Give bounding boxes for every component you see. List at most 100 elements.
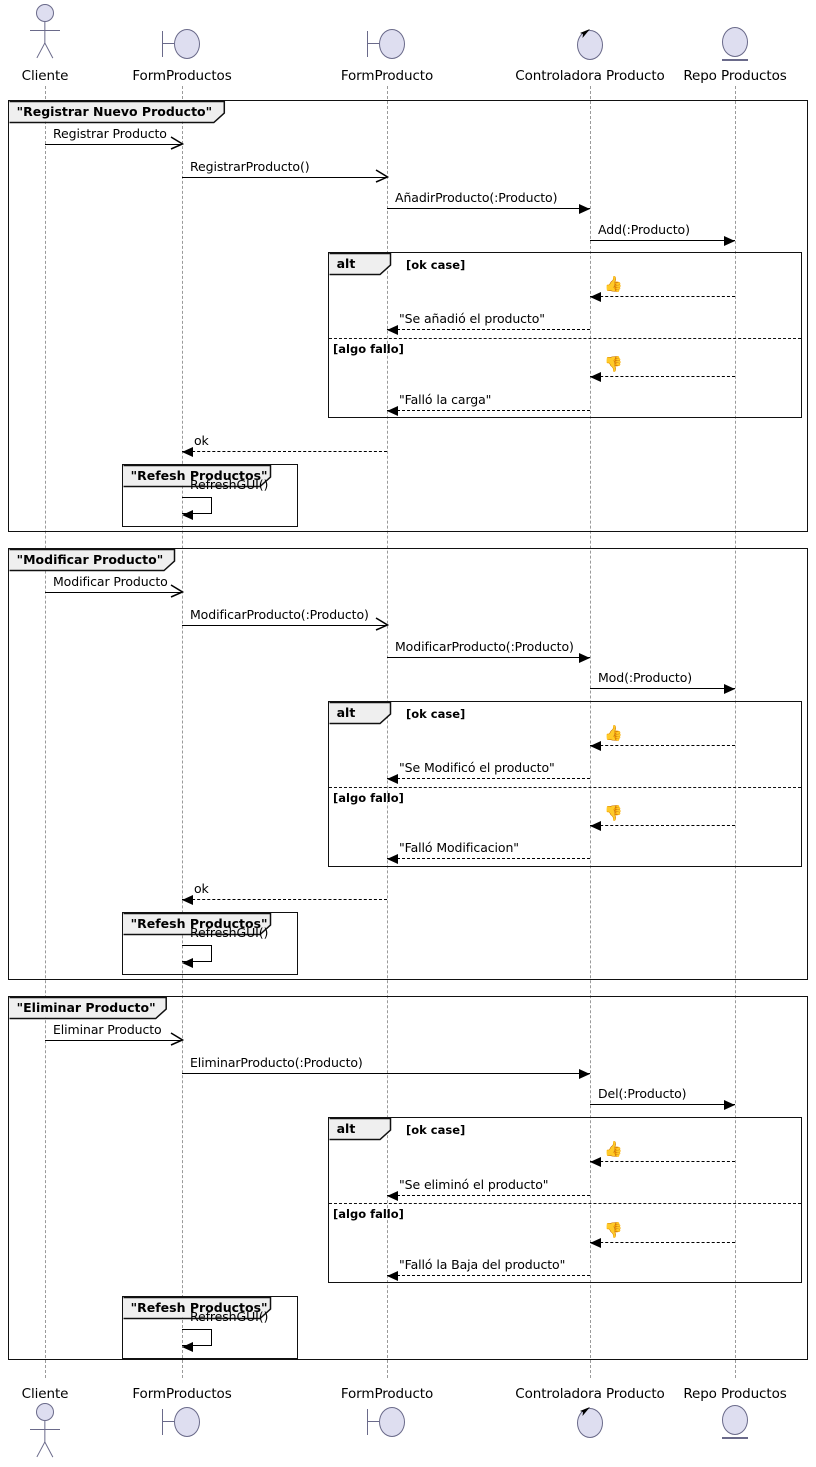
boundary-bar — [367, 31, 369, 57]
self-message-label: RefreshGUI() — [190, 477, 269, 492]
arrowhead-icon — [590, 1237, 601, 1248]
boundary-stem — [368, 1421, 379, 1423]
alt-condition-ok: [ok case] — [406, 707, 466, 721]
arrowhead-icon — [182, 894, 193, 905]
message-label: Modificar Producto — [53, 574, 168, 589]
alt-condition-else: [algo fallo] — [333, 1207, 404, 1221]
control-arrowhead — [580, 1407, 590, 1416]
participant-label-bottom-repo: Repo Productos — [683, 1386, 787, 1402]
message-label: "Se añadió el producto" — [399, 311, 545, 326]
message-label: Mod(:Producto) — [598, 670, 693, 685]
participant-label-bottom-controladora: Controladora Producto — [515, 1386, 665, 1402]
message-line — [387, 208, 590, 209]
arrowhead-icon — [579, 203, 590, 214]
message-line — [182, 899, 387, 900]
arrowhead-icon — [590, 371, 601, 382]
message-line — [590, 1242, 735, 1243]
combined-fragment: "Registrar Nuevo Producto" — [8, 100, 808, 532]
control-icon — [575, 27, 605, 61]
boundary-stem — [163, 1421, 174, 1423]
message-label: "Se eliminó el producto" — [399, 1177, 549, 1192]
message-line — [590, 1161, 735, 1162]
boundary-bar — [162, 31, 164, 57]
message-line — [387, 778, 590, 779]
alt-label-2: alt — [329, 1118, 391, 1139]
message-reaction-icon: 👍 — [604, 1140, 623, 1158]
actor-leg-right — [44, 1441, 54, 1458]
message-reaction-icon: 👎 — [604, 804, 623, 822]
arrowhead-open-icon — [170, 584, 184, 598]
control-arrowhead — [580, 29, 590, 38]
participant-label-top-controladora: Controladora Producto — [515, 68, 665, 84]
message-label: AñadirProducto(:Producto) — [395, 190, 558, 205]
message-label: ModificarProducto(:Producto) — [395, 639, 574, 654]
control-icon — [575, 1405, 605, 1439]
alt-divider — [329, 787, 801, 788]
entity-circle — [722, 1405, 748, 1435]
actor-leg-left — [36, 42, 46, 59]
lifeline-repo — [735, 86, 736, 1378]
arrowhead-icon — [579, 1068, 590, 1079]
participant-label-top-formprod: FormProducto — [340, 68, 434, 84]
message-line — [590, 296, 735, 297]
lifeline-formprod — [387, 86, 388, 1378]
arrowhead-icon — [590, 291, 601, 302]
fragment-title-2: "Eliminar Producto" — [9, 997, 167, 1018]
entity-underline — [722, 1437, 748, 1439]
message-label: "Falló Modificacion" — [399, 840, 519, 855]
boundary-stem — [163, 43, 174, 45]
combined-fragment: "Modificar Producto" — [8, 548, 808, 980]
message-line — [590, 825, 735, 826]
self-message-loop — [182, 497, 212, 514]
self-message-loop — [182, 1329, 212, 1346]
alt-label-1: alt — [329, 702, 391, 723]
message-reaction-icon: 👍 — [604, 275, 623, 293]
message-line — [387, 657, 590, 658]
actor-body — [44, 22, 46, 44]
message-label: "Falló la carga" — [399, 392, 492, 407]
boundary-circle — [379, 29, 405, 59]
boundary-bar — [367, 1409, 369, 1435]
message-reaction-icon: 👎 — [604, 1221, 623, 1239]
message-line — [590, 240, 735, 241]
message-line — [590, 376, 735, 377]
message-line — [387, 410, 590, 411]
arrowhead-icon — [724, 1099, 735, 1110]
actor-head — [36, 4, 54, 22]
boundary-circle — [379, 1407, 405, 1437]
participant-label-bottom-cliente: Cliente — [21, 1386, 69, 1402]
boundary-circle — [174, 1407, 200, 1437]
message-label: Add(:Producto) — [598, 222, 690, 237]
message-line — [182, 1073, 590, 1074]
arrowhead-icon — [724, 235, 735, 246]
entity-circle — [722, 27, 748, 57]
participant-label-top-formprods: FormProductos — [132, 68, 232, 84]
entity-icon — [721, 27, 749, 63]
actor-leg-left — [36, 1441, 46, 1458]
actor-head — [36, 1403, 54, 1421]
refresh-fragment: "Refesh Productos" — [122, 464, 298, 527]
arrowhead-icon — [590, 820, 601, 831]
fragment-title-0: "Registrar Nuevo Producto" — [9, 101, 225, 122]
message-label: Registrar Producto — [53, 126, 167, 141]
boundary-icon — [162, 27, 202, 61]
arrowhead-icon — [387, 1270, 398, 1281]
arrowhead-icon — [387, 773, 398, 784]
control-circle — [577, 1408, 603, 1438]
message-line — [182, 625, 387, 626]
arrowhead-icon — [182, 509, 193, 520]
arrowhead-icon — [579, 652, 590, 663]
message-label: Eliminar Producto — [53, 1022, 162, 1037]
message-line — [182, 451, 387, 452]
self-message-label: RefreshGUI() — [190, 925, 269, 940]
refresh-fragment: "Refesh Productos" — [122, 1296, 298, 1359]
message-reaction-icon: 👎 — [604, 355, 623, 373]
message-line — [45, 592, 182, 593]
boundary-icon — [367, 1405, 407, 1439]
participant-label-top-repo: Repo Productos — [683, 68, 787, 84]
entity-icon — [721, 1405, 749, 1441]
actor-icon — [29, 1403, 61, 1461]
arrowhead-icon — [182, 446, 193, 457]
actor-body — [44, 1421, 46, 1443]
